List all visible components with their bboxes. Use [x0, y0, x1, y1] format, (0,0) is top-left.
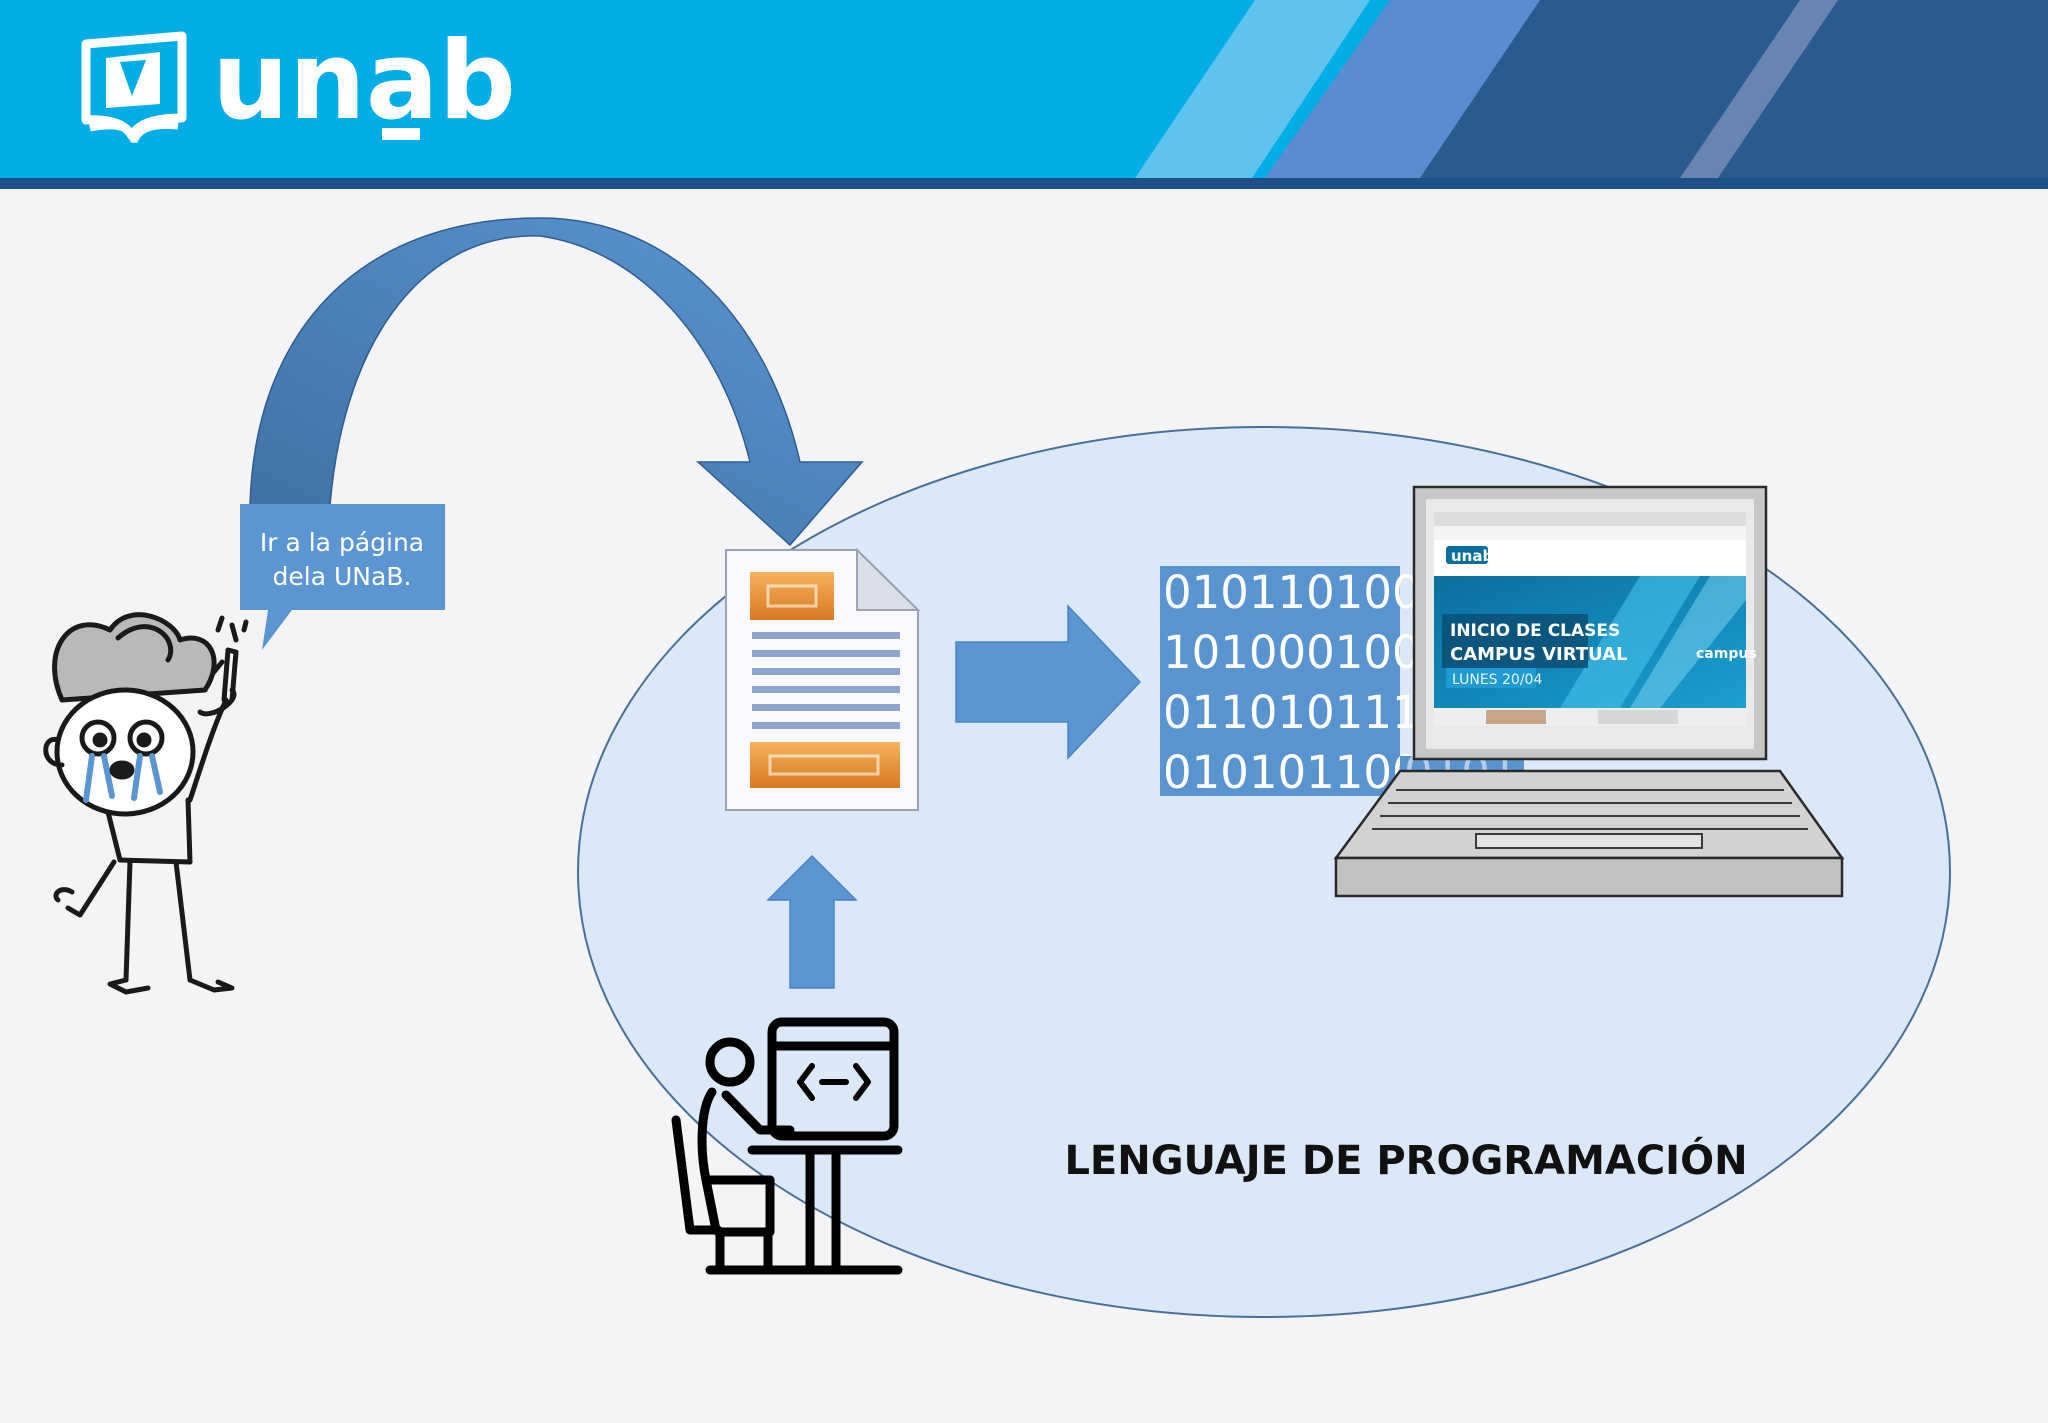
hero-stripe-2 [1630, 576, 1746, 708]
binary-line-3: 0110101110 [1163, 686, 1449, 739]
laptop-screen: unab INICIO DE CLASES CAMPUS VIRTUAL LUN… [1434, 512, 1757, 726]
right-arrow [955, 604, 1142, 760]
speech-bubble: Ir a la página dela UNaB. [240, 504, 445, 650]
header-stripe-dark [1420, 0, 2048, 178]
hero-line-2: CAMPUS VIRTUAL [1450, 644, 1628, 665]
speech-bubble-line-1: Ir a la página [260, 528, 424, 557]
header-stripe-accent [1680, 0, 1838, 178]
thumbnail-strip [1486, 710, 1546, 724]
unab-logo-icon [81, 31, 187, 144]
hero-date: LUNES 20/04 [1452, 672, 1542, 688]
binary-line-1: 0101101001 [1163, 566, 1449, 619]
thumbnail-strip-2 [1598, 710, 1678, 724]
up-arrow [766, 854, 858, 989]
laptop-icon: unab INICIO DE CLASES CAMPUS VIRTUAL LUN… [1333, 485, 1845, 898]
binary-line-2: 1010001000 [1163, 626, 1449, 679]
code-brackets-icon [797, 1063, 871, 1101]
header-stripe-light [1135, 0, 1370, 178]
site-logo-text: unab [1451, 547, 1493, 565]
header-bottom-bar [0, 178, 2048, 189]
programmer-at-computer-icon [671, 1017, 903, 1275]
speech-bubble-line-2: dela UNaB. [273, 562, 412, 591]
crying-person-icon [43, 612, 249, 995]
header-stripe-mid [1265, 0, 1560, 178]
brand-underline [382, 128, 420, 140]
caption-programming-language: LENGUAJE DE PROGRAMACIÓN [1064, 1136, 1747, 1184]
site-logo [1446, 546, 1488, 564]
header-banner: unab [0, 0, 2048, 189]
hero-line-1: INICIO DE CLASES [1450, 621, 1620, 641]
hero-date-chip [1446, 668, 1536, 688]
hero-text-panel [1442, 614, 1588, 668]
curved-arrow [249, 217, 864, 547]
hero-side-text: campus [1696, 646, 1757, 662]
brand-wordmark: unab [212, 19, 516, 144]
document-icon [725, 547, 921, 811]
hero-stripe [1560, 576, 1700, 708]
